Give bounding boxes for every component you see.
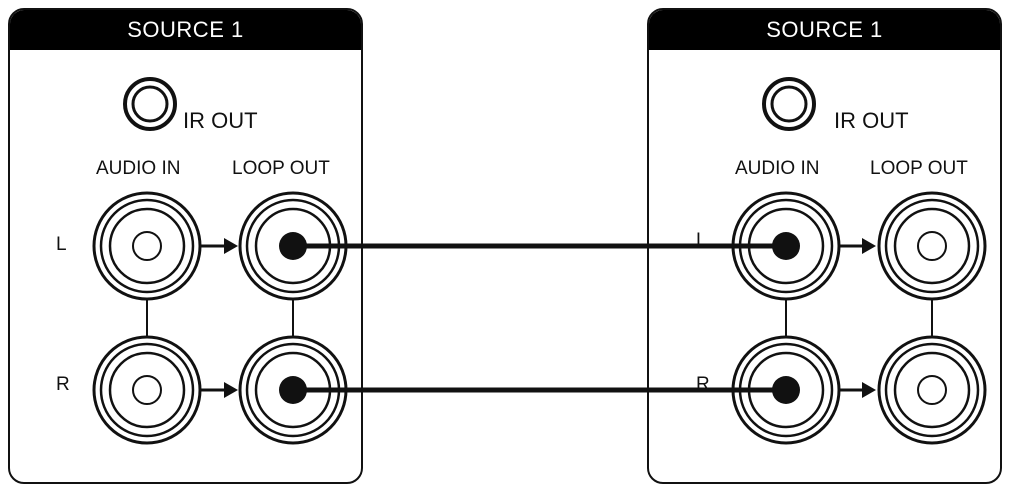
unit-header: SOURCE 1 <box>649 10 1000 50</box>
unit-header: SOURCE 1 <box>10 10 361 50</box>
left-channel-label: L <box>56 234 67 255</box>
left-channel-label: L <box>696 230 707 251</box>
ir-out-label: IR OUT <box>183 108 258 133</box>
right-channel-label: R <box>56 374 70 395</box>
ir-out-label: IR OUT <box>834 108 909 133</box>
audio-in-label: AUDIO IN <box>735 158 820 179</box>
audio-in-label: AUDIO IN <box>96 158 181 179</box>
loop-out-label: LOOP OUT <box>870 158 968 179</box>
loop-out-label: LOOP OUT <box>232 158 330 179</box>
right-channel-label: R <box>696 374 710 395</box>
